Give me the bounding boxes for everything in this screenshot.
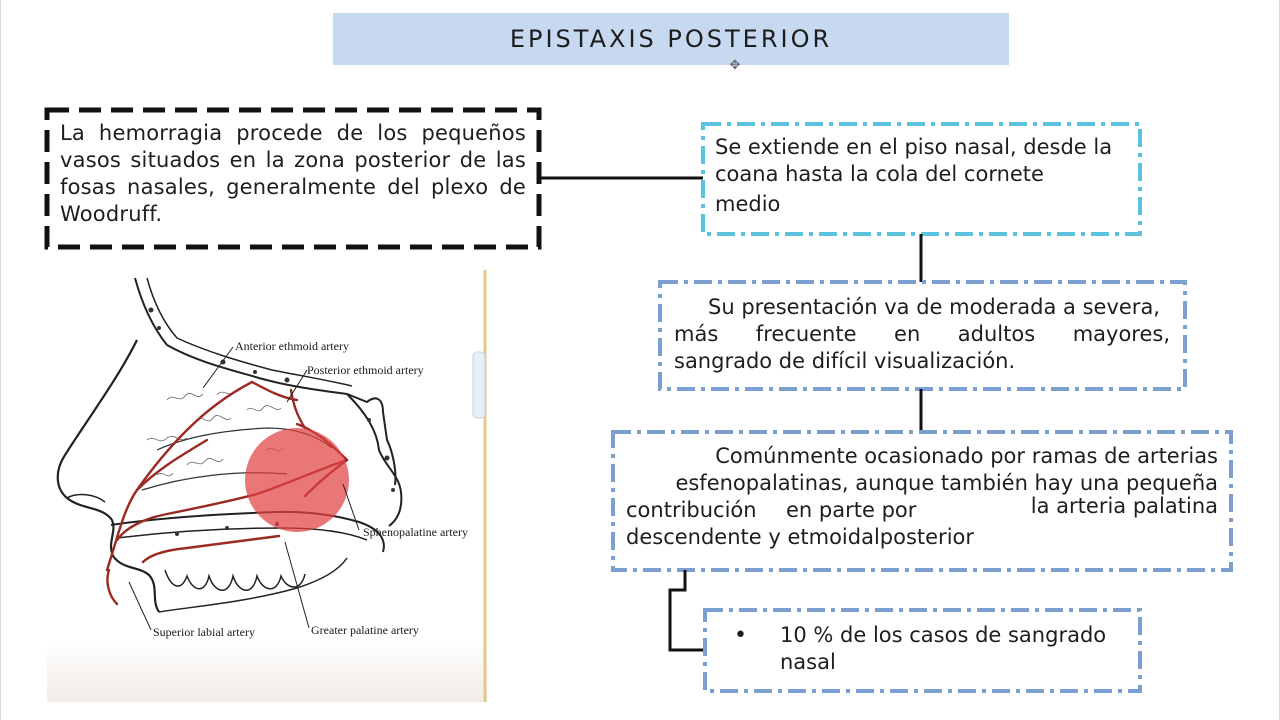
- nasal-bone-inner: [146, 277, 353, 387]
- frequency-box-border: [703, 608, 1142, 693]
- presentation-line-2-b: frecuente: [755, 322, 857, 346]
- anatomy-figure[interactable]: Anterior ethmoid artery Posterior ethmoi…: [47, 270, 487, 702]
- label-anterior-ethmoid: Anterior ethmoid artery: [235, 339, 349, 353]
- photo-bottom-shading: [47, 640, 487, 702]
- label-sphenopalatine: Sphenopalatine artery: [363, 525, 468, 539]
- slide-frame-left: [0, 0, 1, 720]
- nasal-bone-outline: [134, 277, 397, 486]
- cause-line-3-c: la arteria palatina: [1030, 494, 1218, 518]
- frequency-text: • 10 % de los casos de sangrado nasal: [734, 622, 1124, 676]
- presentation-line-2-a: más: [674, 322, 719, 346]
- nose-outline: [56, 339, 160, 613]
- cause-line-1: Comúnmente ocasionado por ramas de arter…: [715, 444, 1218, 468]
- cause-line-3-a: contribución: [626, 498, 757, 522]
- location-line-2: coana hasta la cola del cornete: [715, 162, 1044, 186]
- move-handle-icon[interactable]: ✥: [729, 57, 741, 72]
- frequency-line-1: 10 % de los casos de sangrado: [780, 623, 1107, 647]
- label-posterior-ethmoid: Posterior ethmoid artery: [307, 363, 424, 377]
- location-line-1: Se extiende en el piso nasal, desde la: [715, 135, 1113, 159]
- location-line-3: medio: [715, 192, 781, 216]
- maxilla-outline: [158, 557, 348, 613]
- sphenopalatine-highlight: [245, 428, 349, 532]
- slide-title-text: EPISTAXIS POSTERIOR: [509, 25, 833, 53]
- cause-line-4: descendente y etmoidalposterior: [626, 525, 975, 549]
- label-superior-labial: Superior labial artery: [153, 625, 255, 639]
- cause-text: Comúnmente ocasionado por ramas de arter…: [626, 443, 1218, 551]
- nostril-outline: [66, 493, 106, 503]
- presentation-text: Su presentación va de moderada a severa,…: [674, 294, 1170, 375]
- presentation-line-2-d: adultos: [957, 322, 1036, 346]
- presentation-line-2-e: mayores,: [1072, 322, 1170, 346]
- presentation-line-2: más frecuente en adultos mayores,: [674, 321, 1170, 348]
- bone-speckles: [148, 307, 395, 536]
- location-text: Se extiende en el piso nasal, desde la c…: [715, 134, 1133, 218]
- cause-box-border: [611, 430, 1233, 572]
- upper-teeth: [164, 569, 306, 591]
- cause-line-3: contribución en parte por la arteria pal…: [626, 494, 1218, 524]
- frequency-line-2: nasal: [780, 650, 836, 674]
- connector-cause-frequency: [668, 570, 705, 652]
- presentation-line-1: Su presentación va de moderada a severa,: [708, 295, 1160, 319]
- figure-side-tab: [472, 351, 486, 419]
- bullet-icon: •: [734, 623, 747, 648]
- slide-title[interactable]: EPISTAXIS POSTERIOR: [333, 13, 1009, 65]
- label-greater-palatine: Greater palatine artery: [311, 623, 419, 637]
- anatomy-figure-svg: Anterior ethmoid artery Posterior ethmoi…: [47, 270, 487, 702]
- cause-line-3-b: en parte por: [786, 498, 917, 522]
- presentation-line-3: sangrado de difícil visualización.: [674, 349, 1016, 373]
- cause-line-2: esfenopalatinas, aunque también hay una …: [675, 471, 1218, 495]
- definition-text: La hemorragia procede de los pequeños va…: [60, 121, 526, 226]
- palate-inner: [116, 527, 368, 541]
- presentation-line-2-c: en: [894, 322, 921, 346]
- leader-lines: [128, 346, 360, 631]
